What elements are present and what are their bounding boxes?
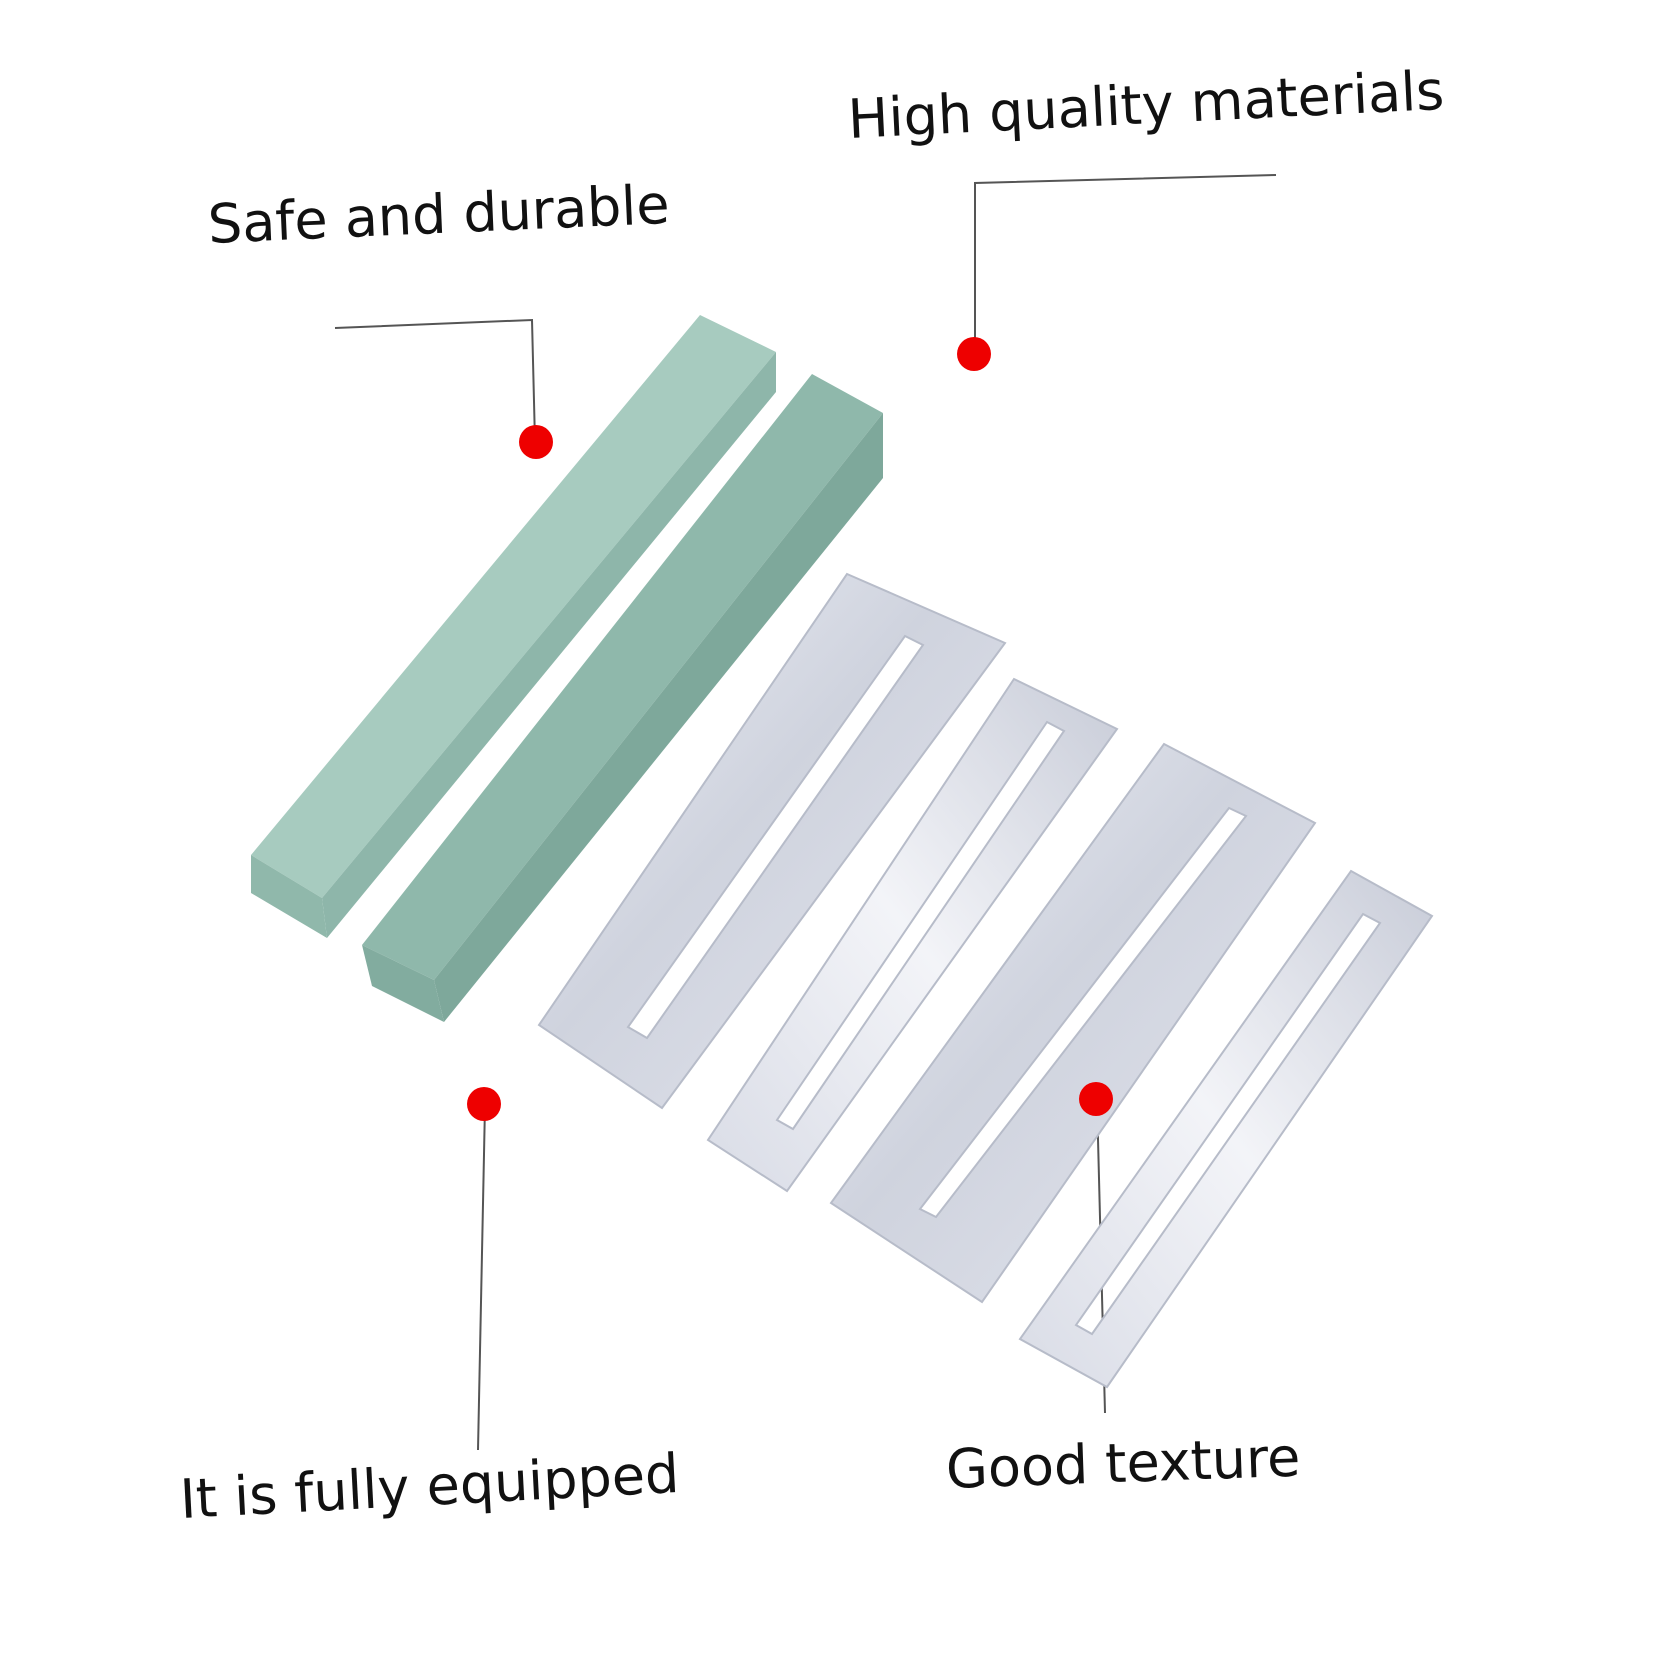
marker-dot-equipped <box>467 1087 501 1121</box>
leader-line-safe <box>334 318 536 443</box>
marker-dot-high-quality <box>957 337 991 371</box>
marker-dot-safe <box>519 425 553 459</box>
callout-good-texture: Good texture <box>944 1425 1302 1501</box>
sharpening-stone-1 <box>251 315 776 938</box>
fret-protector-plate-1 <box>537 572 1007 1110</box>
leader-line-high-quality <box>974 174 1277 352</box>
fret-protector-plate-2 <box>706 677 1119 1193</box>
markers <box>467 337 1113 1121</box>
leader-line-equipped <box>477 1104 486 1451</box>
fret-protector-plate-4 <box>1018 869 1434 1389</box>
marker-dot-texture <box>1079 1082 1113 1116</box>
fret-protector-plate-3 <box>829 742 1317 1304</box>
sharpening-stone-2 <box>362 374 883 1022</box>
